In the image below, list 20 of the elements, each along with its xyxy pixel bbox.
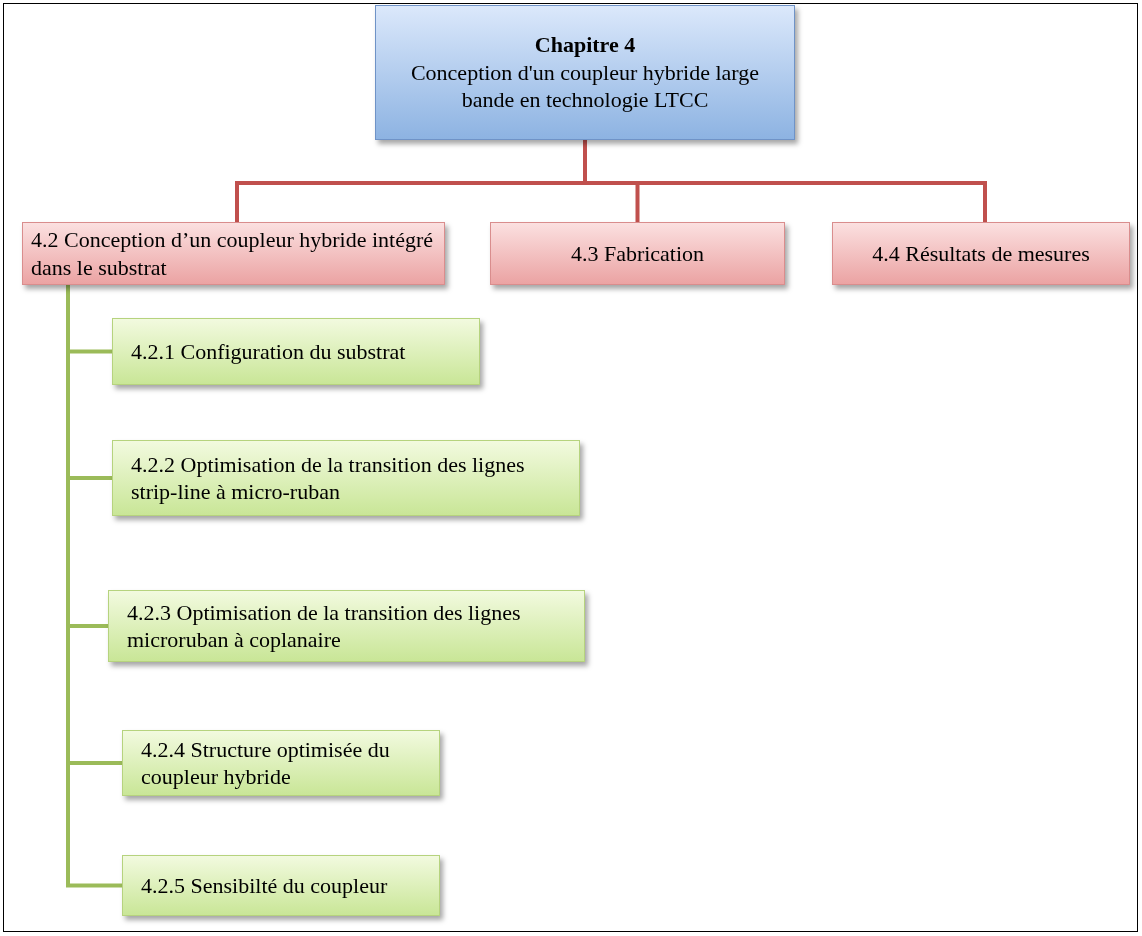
section-title: 4.2 Conception d’un coupleur hybride intégré dans le substrat [31,226,434,281]
section-title: 4.2.1 Configuration du substrat [131,337,406,366]
section-box [22,222,445,285]
subsection-box [108,590,585,662]
section-title: 4.3 Fabrication [570,239,705,268]
subsection-box [112,440,580,516]
section-box [832,222,1130,285]
section-box [490,222,785,285]
chapter-title: Conception d'un coupleur hybride large bande en technologie LTCC [409,58,761,114]
section-title: 4.2.3 Optimisation de la transition des lignes microruban à coplanaire [127,598,522,654]
section-title: 4.2.4 Structure optimisée du coupleur hybride [141,735,391,791]
section-title: 4.2.5 Sensibilté du coupleur [141,871,388,900]
section-title: 4.2.2 Optimisation de la transition des lignes strip-line à micro-ruban [131,450,526,506]
subsection-box [122,730,440,796]
chapter-box [375,5,795,140]
section-title: 4.4 Résultats de mesures [872,239,1090,268]
connector-line [583,140,987,222]
subsection-box [112,318,480,385]
chapter-heading: Chapitre 4 [534,31,636,59]
subsection-box [122,855,440,916]
